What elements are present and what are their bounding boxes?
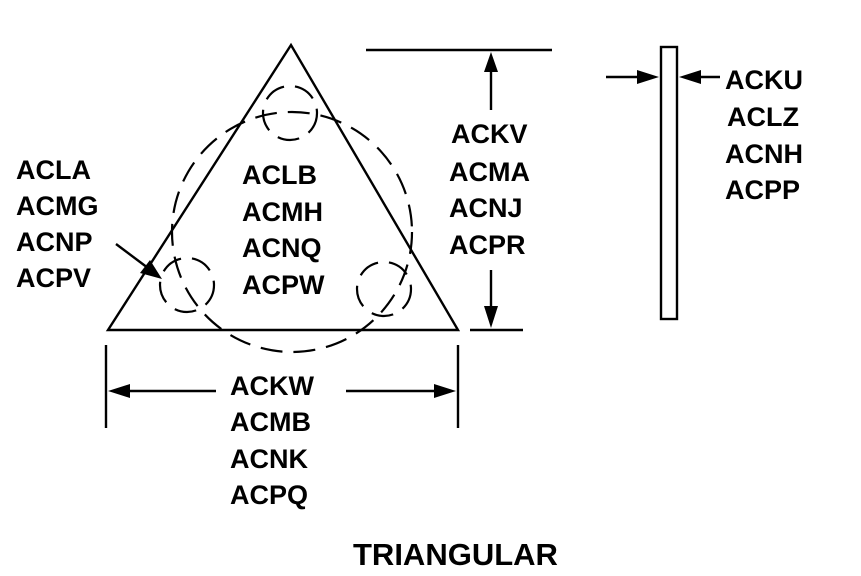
triangle-outline bbox=[105, 42, 461, 332]
side-arrowhead-right bbox=[434, 384, 456, 398]
height-label-2: ACMA bbox=[449, 157, 530, 187]
thickness-side-view bbox=[659, 45, 679, 321]
corner-label-3: ACNP bbox=[16, 227, 93, 257]
thickness-label-4: ACPP bbox=[725, 175, 800, 205]
corner-leader-arrowhead bbox=[140, 260, 162, 279]
corner-circle-right bbox=[355, 260, 413, 318]
corner-label-4: ACPV bbox=[16, 263, 91, 293]
height-arrowhead-bottom bbox=[484, 306, 498, 328]
corner-leader-line bbox=[115, 243, 149, 269]
corner-label-1: ACLA bbox=[16, 155, 91, 185]
inscribed-circle bbox=[170, 110, 414, 354]
ic-label-2: ACMH bbox=[242, 197, 323, 227]
side-arrowhead-left bbox=[108, 384, 130, 398]
side-label-4: ACPQ bbox=[230, 480, 308, 510]
height-label-3: ACNJ bbox=[449, 193, 523, 223]
corner-label-2: ACMG bbox=[16, 191, 99, 221]
thickness-label-3: ACNH bbox=[725, 139, 803, 169]
ic-label-3: ACNQ bbox=[242, 233, 322, 263]
thickness-arrowhead-right bbox=[679, 70, 701, 84]
thickness-label-2: ACLZ bbox=[727, 102, 799, 132]
height-label-1: ACKV bbox=[451, 119, 528, 149]
thickness-label-1: ACKU bbox=[725, 65, 803, 95]
ic-label-4: ACPW bbox=[242, 270, 325, 300]
thickness-arrowhead-left bbox=[637, 70, 659, 84]
height-label-4: ACPR bbox=[449, 230, 526, 260]
side-label-2: ACMB bbox=[230, 407, 311, 437]
ic-label-1: ACLB bbox=[242, 160, 317, 190]
side-label-3: ACNK bbox=[230, 444, 308, 474]
height-arrowhead-top bbox=[484, 52, 498, 72]
diagram-title: TRIANGULAR bbox=[353, 537, 558, 572]
corner-circle-left bbox=[158, 256, 216, 314]
side-label-1: ACKW bbox=[230, 371, 314, 401]
corner-circle-top bbox=[261, 84, 319, 142]
